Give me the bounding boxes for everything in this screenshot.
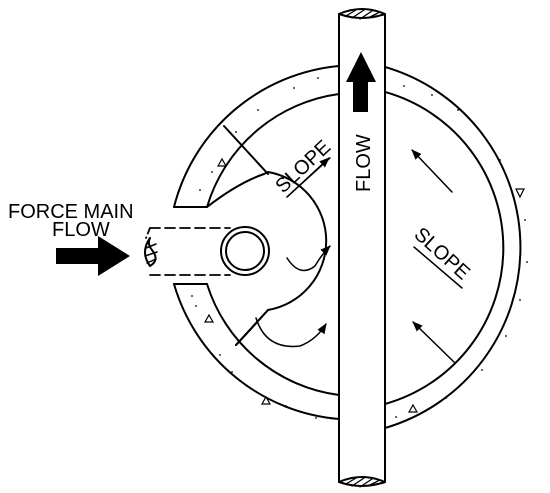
structure-wall-left [173, 65, 339, 420]
inlet-bench [206, 171, 328, 346]
break-line-icon [144, 237, 158, 267]
slope-left-underline [286, 157, 331, 198]
flow-arrow-icon [346, 52, 376, 112]
drop-pipe [220, 226, 270, 276]
slope-arrows-right [411, 149, 455, 363]
structure-wall-right [385, 66, 522, 429]
flow-curve-arrow-icon [255, 245, 331, 348]
force-main-pipe [145, 227, 231, 276]
bench-divider-top [223, 125, 269, 175]
force-main-flow-label: FLOW [52, 219, 110, 241]
force-main-flow-arrow-icon [56, 236, 130, 276]
wall-aggregate-dots [191, 77, 528, 419]
wall-opening [173, 206, 208, 285]
slope-right-underline [413, 246, 463, 289]
force-main-label: FORCE MAIN [8, 201, 134, 223]
slope-label-right: SLOPE [410, 223, 474, 284]
bench-divider-bottom [235, 309, 269, 346]
pipe-flow-label: FLOW [353, 134, 375, 192]
triangle-marker-icon [203, 157, 525, 413]
